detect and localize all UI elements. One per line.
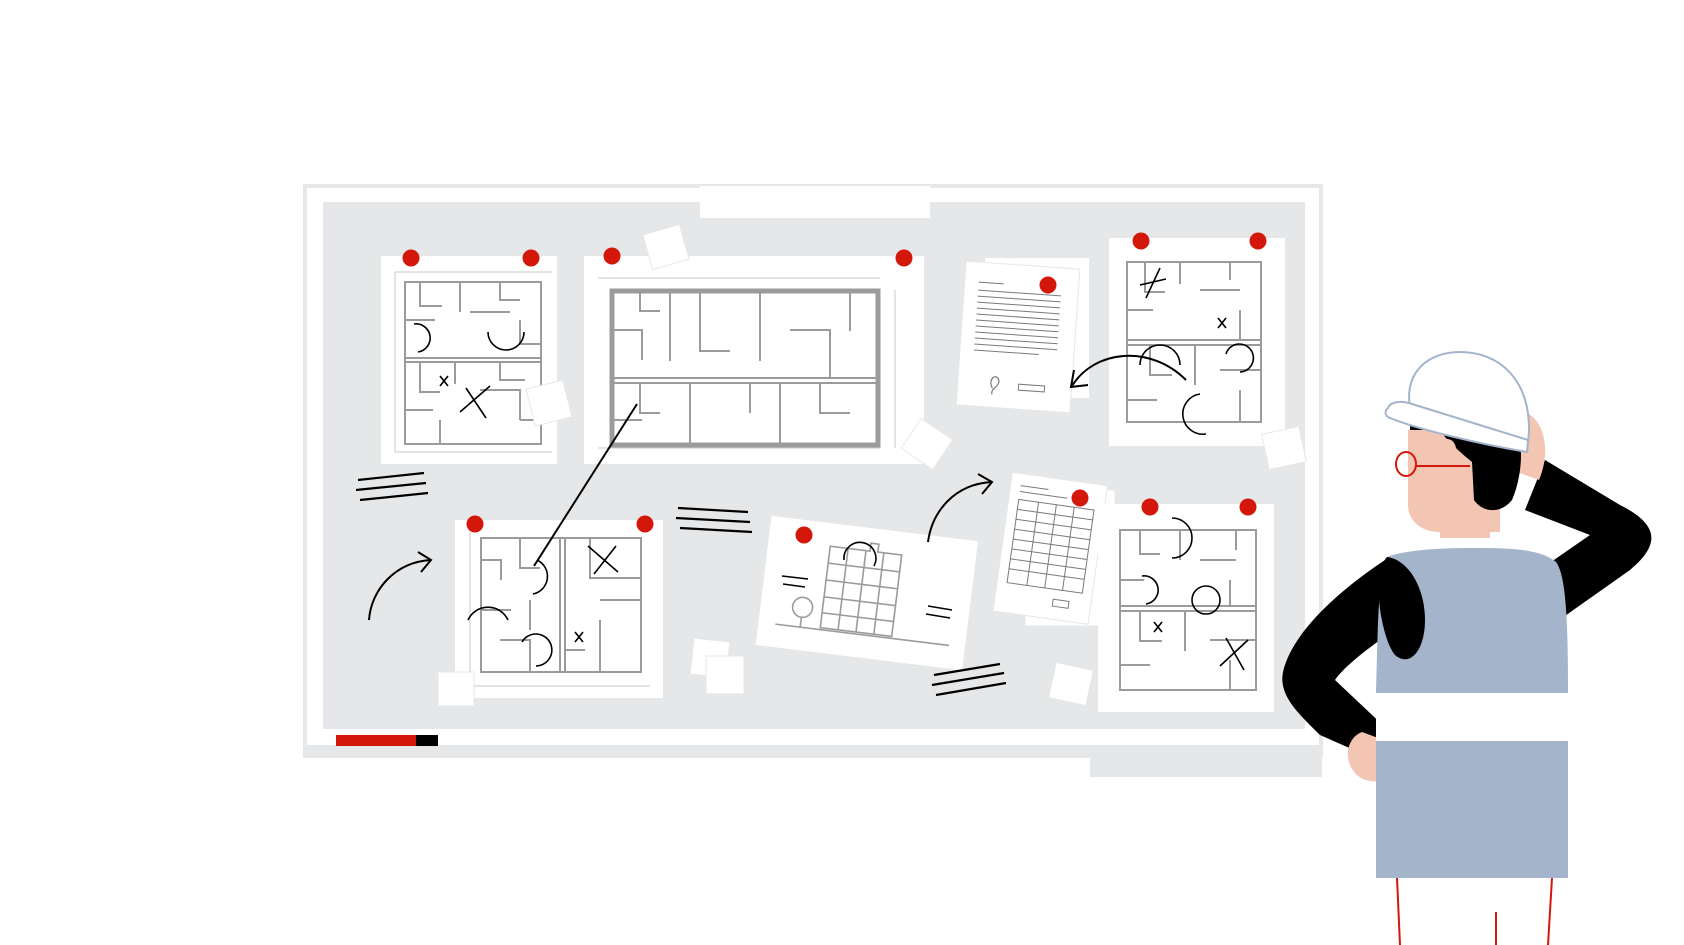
pin (1071, 489, 1089, 507)
worker-ear (1440, 439, 1457, 460)
board-bottom-tab (1090, 755, 1322, 777)
sticky-note (705, 655, 745, 695)
pin (466, 515, 484, 533)
floor-plan-sheet-large (584, 223, 954, 471)
pin (522, 249, 540, 267)
worker-vest-lower (1376, 741, 1568, 878)
pin (402, 249, 420, 267)
building-sketch-sheet (689, 515, 978, 695)
sticky-note (437, 671, 475, 707)
floor-plan-sheet-bottom-right (1098, 498, 1274, 712)
worker (1282, 350, 1652, 945)
worker-hip-arm (1282, 560, 1410, 758)
sticky-note (642, 223, 690, 271)
worker-sleeve (1378, 557, 1425, 660)
floor-plan-sheet-bottom-left (437, 515, 663, 707)
pin (795, 526, 813, 544)
sticky-note (525, 379, 573, 427)
worker-glasses (1395, 451, 1470, 477)
curved-arrow (927, 481, 993, 543)
arrow-head (417, 551, 433, 573)
pin (895, 249, 913, 267)
sticky-note (1261, 425, 1307, 471)
document-sheet (955, 258, 1089, 414)
board-bottom-rail (305, 745, 1321, 755)
hard-hat-icon (1384, 350, 1531, 454)
board-top-tab (700, 186, 930, 218)
arrow-head (1069, 369, 1089, 389)
pin (1249, 232, 1267, 250)
curved-arrow (1071, 354, 1187, 387)
sticky-note (1048, 661, 1094, 707)
annotations (355, 354, 1187, 697)
pin (603, 247, 621, 265)
worker-shirt-band (1376, 693, 1568, 741)
pin (1039, 276, 1057, 294)
curved-arrow (368, 559, 432, 621)
arrow-head (977, 473, 994, 495)
progress-end (416, 735, 438, 746)
floor-plan-sheet-top-right (1109, 232, 1307, 471)
pin (636, 515, 654, 533)
sticky-note (900, 417, 954, 471)
worker-legs (1396, 877, 1553, 945)
progress-fill (336, 735, 416, 746)
pin (1239, 498, 1257, 516)
floor-plan-sheet-top-left (381, 249, 573, 464)
motion-lines (355, 471, 1007, 697)
connector-line (533, 403, 638, 567)
pin (1132, 232, 1150, 250)
pin (1141, 498, 1159, 516)
worker-vest-upper (1376, 548, 1568, 693)
